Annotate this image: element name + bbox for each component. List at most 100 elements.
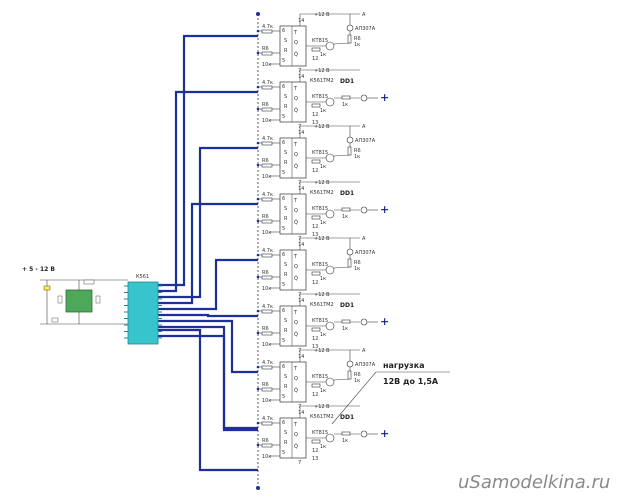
led-resistor-value: 1к (354, 42, 360, 48)
led-label: АЛ307А (355, 250, 376, 256)
pin-5: 5 (282, 58, 285, 64)
gnd-resistor (261, 107, 273, 112)
led-resistor-label: R6 (354, 260, 361, 266)
led-resistor-label: R6 (354, 372, 361, 378)
pin-12: 12 (312, 56, 318, 62)
input-resistor (261, 365, 273, 370)
input-resistor (261, 309, 273, 314)
chip-label: К561ТМ2 (310, 190, 334, 196)
load-resistor-label: 1к (342, 326, 348, 332)
pin-14: 14 (298, 298, 304, 304)
input-resistor-label: 4.7к (262, 248, 273, 254)
dd-label: DD1 (340, 190, 354, 197)
pin-13: 13 (312, 120, 318, 126)
trig-r: R (284, 160, 288, 166)
base-resistor-label: 1к (320, 52, 326, 58)
pin-14: 14 (298, 242, 304, 248)
chip-label: К561ТМ2 (310, 414, 334, 420)
trig-r: R (284, 48, 288, 54)
load-note-line1: нагрузка (383, 361, 425, 370)
pin-14: 14 (298, 354, 304, 360)
gnd-resistor (261, 219, 273, 224)
gnd-resistor-label: R6 (262, 326, 269, 332)
transistor-label: КТ815 (312, 430, 328, 436)
input-capacitor (43, 285, 51, 291)
base-resistor (311, 103, 321, 108)
arrow-up-label: A (362, 124, 366, 130)
pin-7: 7 (298, 292, 301, 298)
vcc-label: +12 В (314, 68, 330, 74)
dd-label: DD1 (340, 414, 354, 421)
vcc-label: +12 В (314, 236, 330, 242)
control-wire (158, 328, 258, 472)
gnd-resistor (261, 387, 273, 392)
control-wire (158, 325, 258, 430)
led-resistor-value: 1к (354, 266, 360, 272)
trig-s: S (284, 430, 287, 436)
transistor-label: КТ815 (312, 374, 328, 380)
vcc-label: +12 В (314, 292, 330, 298)
load-resistor (341, 207, 351, 212)
trig-qbar: Q̄ (294, 51, 298, 58)
gnd-resistor (261, 443, 273, 448)
control-wire (158, 319, 258, 374)
trig-qbar: Q̄ (294, 443, 298, 450)
base-resistor (311, 159, 321, 164)
r-10k-label: 10к (262, 398, 271, 404)
trig-r: R (284, 328, 288, 334)
pin-5: 5 (282, 338, 285, 344)
load-note-line2: 12В до 1,5А (383, 377, 439, 386)
led-label: АЛ307А (355, 26, 376, 32)
pin-7: 7 (298, 68, 301, 74)
pin-5: 5 (282, 170, 285, 176)
gnd-resistor (261, 331, 273, 336)
control-wire (158, 313, 258, 318)
input-resistor-label: 4.7к (262, 192, 273, 198)
vcc-label: +12 В (314, 12, 330, 18)
load-resistor (341, 95, 351, 100)
arrow-up-label: A (362, 12, 366, 18)
trig-t: T (293, 86, 298, 92)
control-wire (158, 90, 258, 293)
pin-12: 12 (312, 392, 318, 398)
trig-qbar: Q̄ (294, 219, 298, 226)
pin-14: 14 (298, 186, 304, 192)
input-resistor-label: 4.7к (262, 416, 273, 422)
pin-5: 5 (282, 282, 285, 288)
led-resistor (347, 146, 352, 156)
trig-qbar: Q̄ (294, 387, 298, 394)
trig-t: T (293, 198, 298, 204)
trig-t: T (293, 310, 298, 316)
pin-14: 14 (298, 18, 304, 24)
chip-label: К561ТМ2 (310, 78, 334, 84)
trig-r: R (284, 104, 288, 110)
transistor-label: КТ815 (312, 318, 328, 324)
trig-q: Q (294, 40, 298, 46)
pin-5: 5 (282, 114, 285, 120)
pin-7: 7 (298, 460, 301, 466)
load-diode (360, 430, 368, 438)
control-wire (158, 202, 258, 305)
base-resistor-label: 1к (320, 220, 326, 226)
base-resistor (311, 215, 321, 220)
flipflop-chip (279, 193, 307, 235)
pin-7: 7 (298, 124, 301, 130)
pin-6: 6 (282, 420, 285, 426)
transistor-label: КТ815 (312, 206, 328, 212)
flipflop-chip (279, 81, 307, 123)
pin-12: 12 (312, 336, 318, 342)
pin-7: 7 (298, 348, 301, 354)
dd-label: DD1 (340, 302, 354, 309)
input-resistor-label: 4.7к (262, 304, 273, 310)
led-label: АЛ307А (355, 362, 376, 368)
trig-s: S (284, 206, 287, 212)
plus-terminal: + (380, 203, 389, 216)
pin-13: 13 (312, 456, 318, 462)
load-resistor-label: 1к (342, 102, 348, 108)
flipflop-chip (279, 305, 307, 347)
trig-qbar: Q̄ (294, 275, 298, 282)
r-10k-label: 10к (262, 454, 271, 460)
